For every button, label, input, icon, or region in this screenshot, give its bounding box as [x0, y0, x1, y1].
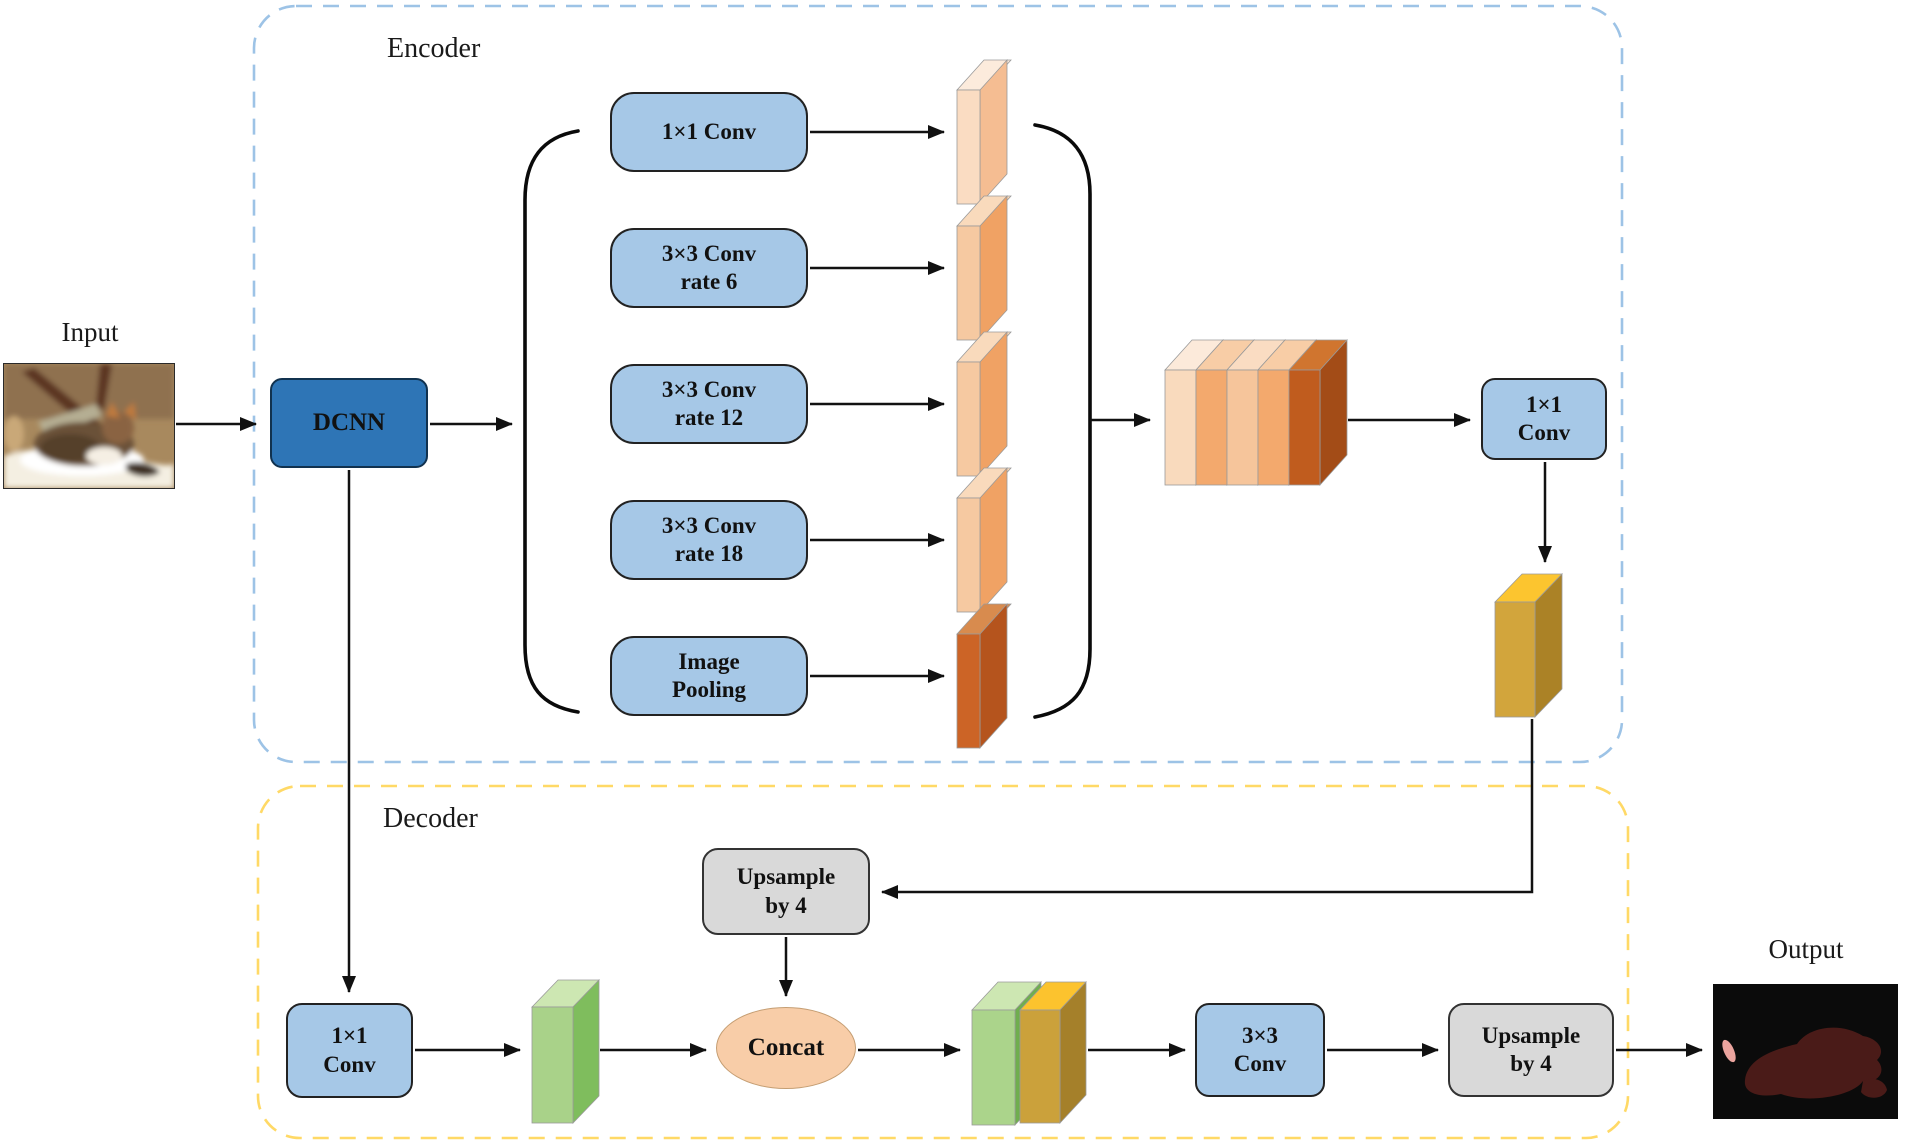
feature-slab-3 — [956, 330, 1012, 478]
feature-slab-1 — [956, 58, 1012, 206]
input-image — [3, 363, 175, 489]
input-photo-cat — [4, 364, 174, 488]
encoder-title: Encoder — [387, 33, 481, 64]
encoder-arrows — [176, 125, 1552, 993]
stack-slab-5 — [1288, 338, 1348, 487]
aspp-branch-1x1-conv: 1×1 Conv — [610, 92, 808, 172]
aspp-branch-image-pooling: Image Pooling — [610, 636, 808, 716]
encoder-yellow-slab — [1494, 573, 1563, 718]
decoder-upsample4-bottom-node: Upsample by 4 — [1448, 1003, 1614, 1097]
aspp-branch-3x3-rate18: 3×3 Conv rate 18 — [610, 500, 808, 580]
mask-small-object — [1722, 1039, 1736, 1063]
feature-slab-4 — [956, 466, 1012, 614]
concatenated-feature-stack — [1164, 338, 1348, 487]
input-label: Input — [61, 317, 119, 347]
decoder-conv1x1-node: 1×1 Conv — [286, 1003, 413, 1098]
feature-slab-2 — [956, 194, 1012, 342]
decoder-title: Decoder — [383, 803, 478, 834]
right-brace — [1033, 123, 1092, 719]
decoder-concat-pair — [971, 980, 1087, 1127]
encoder-region-border — [252, 4, 1624, 764]
output-label: Output — [1768, 934, 1844, 964]
aspp-branch-3x3-rate12: 3×3 Conv rate 12 — [610, 364, 808, 444]
decoder-arrows — [415, 937, 1703, 1057]
concat-node: Concat — [716, 1007, 856, 1089]
decoder-conv3x3-node: 3×3 Conv — [1195, 1003, 1325, 1097]
arrow-yellow-slab-to-upsample — [881, 719, 1534, 899]
left-brace — [523, 129, 580, 714]
output-image — [1713, 984, 1898, 1119]
encoder-conv1x1-node: 1×1 Conv — [1481, 378, 1607, 460]
pair-yellow-slab — [1019, 980, 1087, 1125]
feature-slab-5 — [956, 602, 1012, 750]
output-segmentation-mask — [1713, 984, 1898, 1119]
decoder-upsample4-top-node: Upsample by 4 — [702, 848, 870, 935]
dcnn-node: DCNN — [270, 378, 428, 468]
mask-cat-tail — [1861, 1078, 1887, 1098]
decoder-region-border — [256, 784, 1630, 1140]
decoder-green-slab — [531, 979, 600, 1124]
aspp-branch-3x3-rate6: 3×3 Conv rate 6 — [610, 228, 808, 308]
mask-cat-body — [1744, 1027, 1882, 1099]
aspp-output-slabs — [956, 58, 1012, 750]
